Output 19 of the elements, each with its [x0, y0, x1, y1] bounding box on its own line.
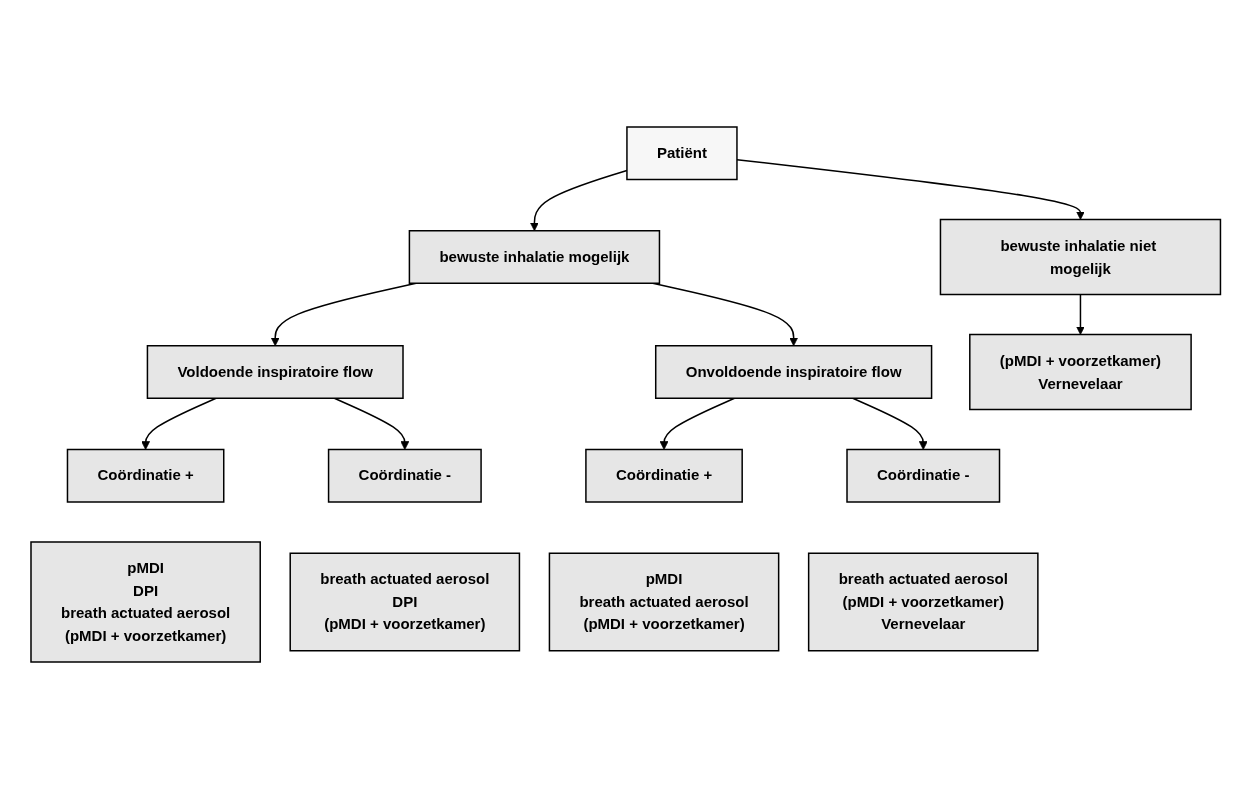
node-box: Voldoende inspiratoire flow — [146, 345, 404, 399]
arrow — [530, 169, 628, 232]
node-box: breath actuated aerosol DPI (pMDI + voorzetkamer) — [289, 552, 521, 652]
node-box: pMDI breath actuated aerosol (pMDI + voorzetkamer) — [548, 552, 780, 652]
arrow — [852, 397, 928, 450]
node-box: Coördinatie - — [328, 448, 483, 503]
node-box: Patiënt — [626, 126, 738, 181]
node-box: breath actuated aerosol (pMDI + voorzetkamer) Vernevelaar — [808, 552, 1039, 652]
node-box: Coördinatie - — [846, 448, 1001, 503]
arrow — [333, 397, 410, 450]
arrow — [659, 397, 736, 450]
arrow — [1076, 293, 1086, 335]
node-box: bewuste inhalatie mogelijk — [408, 230, 661, 284]
node-box: (pMDI + voorzetkamer) Vernevelaar — [969, 333, 1193, 411]
node-box: Onvoldoende inspiratoire flow — [655, 345, 933, 399]
node-box: pMDI DPI breath actuated aerosol (pMDI + voorzetkamer) — [30, 541, 262, 663]
node-box: Coördinatie + — [585, 448, 744, 503]
node-box: bewuste inhalatie niet mogelijk — [939, 218, 1222, 296]
node-box: Coördinatie + — [67, 448, 225, 503]
